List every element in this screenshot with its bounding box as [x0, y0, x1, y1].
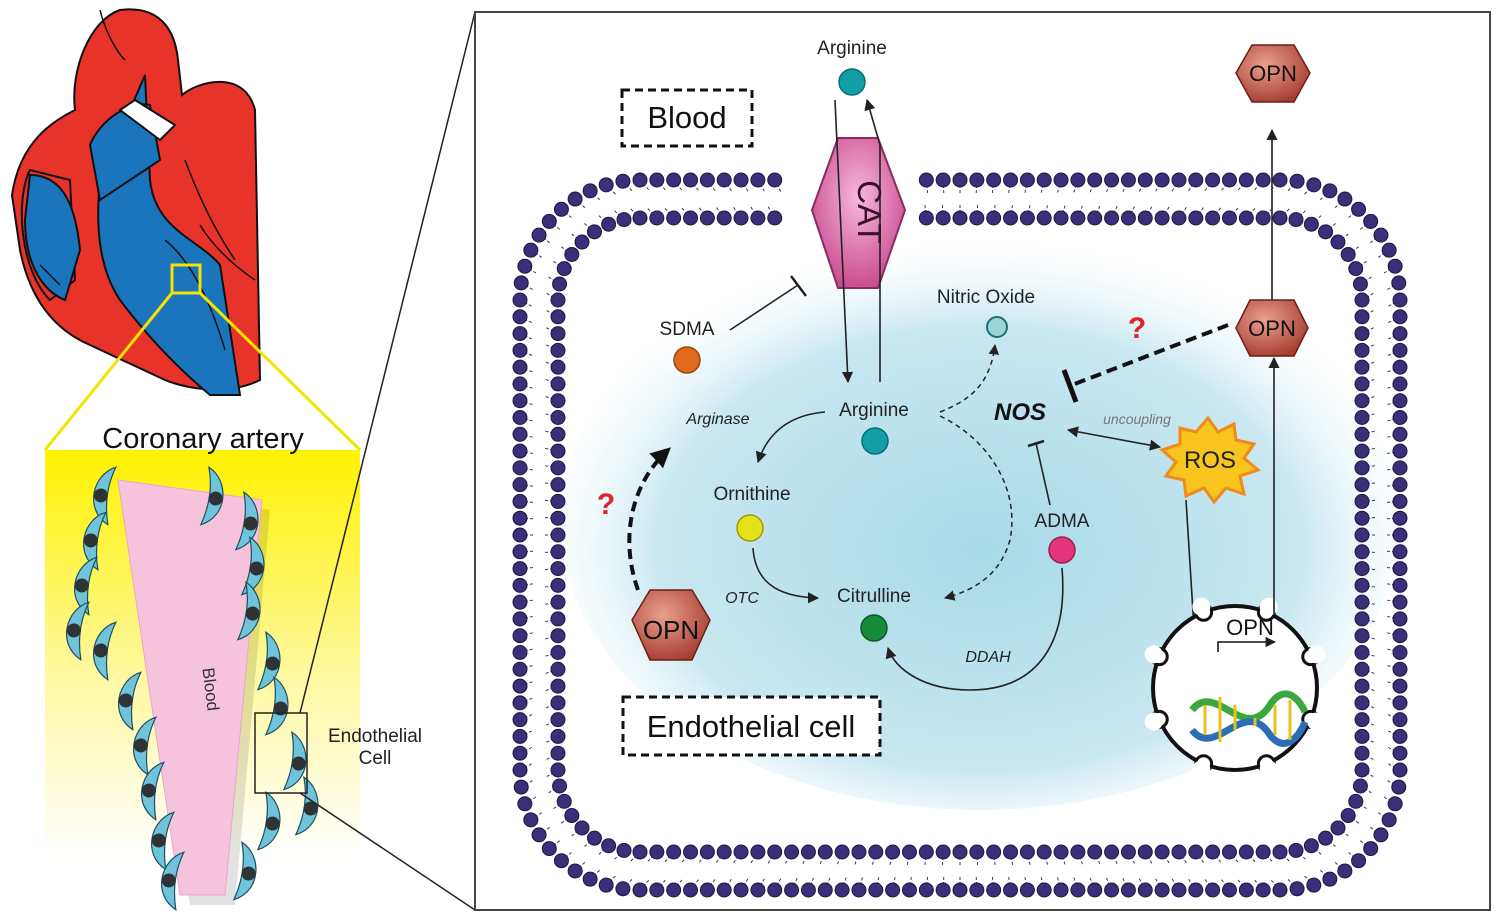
cell-membrane [512, 172, 1408, 898]
blood-box-label: Blood [647, 100, 726, 135]
endothelial-cell-label-line2: Cell [359, 748, 392, 769]
zoom-lines-heart [43, 291, 362, 452]
cat-transporter: CAT [810, 137, 907, 289]
opn-membrane-label: OPN [1248, 316, 1296, 341]
opn-gene-label: OPN [1226, 615, 1274, 640]
adma-to-citrulline-arrow [885, 567, 1064, 691]
nos-label: NOS [994, 399, 1046, 426]
ros-label: ROS [1184, 447, 1236, 474]
otc-label: OTC [725, 590, 759, 607]
blood-box [620, 88, 754, 148]
opn-secreted-label: OPN [1249, 61, 1297, 86]
endothelial-cell-label-line1: Endothelial [328, 726, 422, 747]
question-mark-opn-nos: ? [1128, 312, 1146, 345]
endothelial-cells-right [199, 466, 319, 901]
nucleus: OPN [1144, 597, 1326, 779]
opn-membrane: OPN [1235, 299, 1309, 357]
sdma-inhibits-cat [729, 284, 799, 331]
arginine-to-citrulline-dashed-arrow [939, 415, 1013, 601]
arginine-to-ornithine-arrow [755, 411, 826, 464]
arginine-to-no-dashed-arrow [939, 343, 1000, 413]
opn-secreted: OPN [1235, 44, 1311, 103]
arginine-export-arrow [864, 98, 881, 382]
opn-cyto-label: OPN [643, 615, 699, 645]
nuclear-pores [1144, 597, 1326, 779]
dna-helix [1189, 690, 1309, 747]
ornithine-to-citrulline-arrow [752, 547, 820, 604]
arginine-outside-label: Arginine [817, 38, 887, 59]
arginine-import-arrow [834, 99, 854, 384]
ddah-label: DDAH [965, 649, 1011, 666]
arginine-inside-label: Arginine [839, 400, 909, 421]
nitric-oxide-molecule [986, 316, 1008, 338]
citrulline-molecule [860, 614, 888, 642]
opn-gene-promoter-arrow [1217, 636, 1277, 652]
opn-inhibits-nos [1071, 323, 1229, 387]
adma-label: ADMA [1035, 511, 1090, 532]
arginine-outside-molecule [838, 68, 866, 96]
opn-to-arginase-arrow [627, 447, 671, 591]
opn-cytoplasmic: OPN [631, 589, 711, 661]
nitric-oxide-label: Nitric Oxide [937, 287, 1035, 308]
zoom-lines-cell [299, 11, 476, 911]
sdma-label: SDMA [660, 319, 715, 340]
blood-vessel: Blood [65, 466, 319, 911]
endothelial-cell-highlight [254, 712, 308, 794]
cat-label: CAT [851, 180, 888, 244]
adma-molecule [1048, 536, 1076, 564]
heart-illustration [10, 8, 262, 396]
adma-inhibits-nos [1035, 442, 1051, 506]
endothelial-cell-box [621, 695, 882, 757]
arginase-label: Arginase [685, 411, 749, 428]
endothelial-cell-box-label: Endothelial cell [647, 709, 856, 744]
nos-ros-double-arrow [1066, 426, 1162, 451]
opn-nos-inhibit-bar [1061, 369, 1079, 403]
ros-burst: ROS [1159, 415, 1261, 505]
citrulline-label: Citrulline [837, 586, 911, 607]
sdma-inhibit-bar [790, 275, 807, 297]
ornithine-label: Ornithine [713, 484, 790, 505]
adma-inhibit-bar [1027, 439, 1045, 448]
ornithine-molecule [736, 514, 764, 542]
sdma-molecule [673, 346, 701, 374]
question-mark-opn-arginase: ? [597, 488, 615, 521]
endothelial-cells-left [65, 466, 186, 911]
uncoupling-label: uncoupling [1103, 411, 1171, 427]
arginine-inside-molecule [861, 427, 889, 455]
coronary-artery-label: Coronary artery [102, 423, 304, 455]
